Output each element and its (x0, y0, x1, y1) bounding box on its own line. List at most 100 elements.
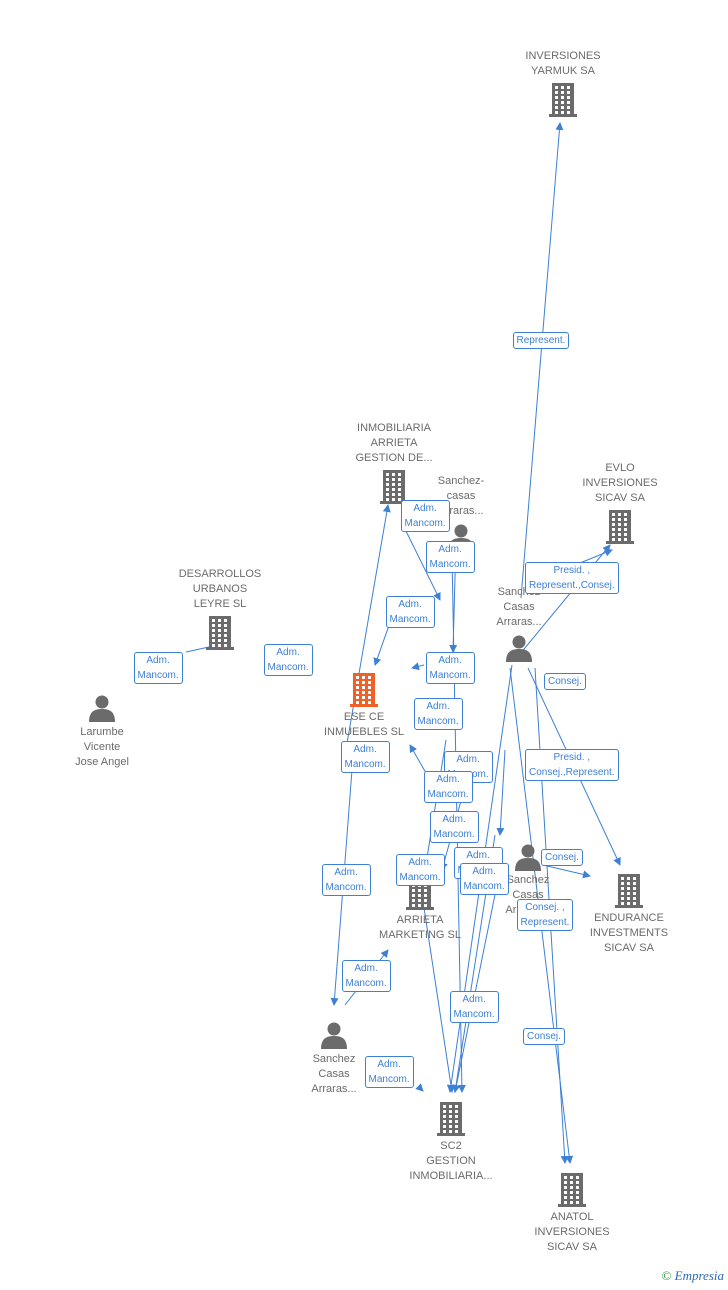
edge-label[interactable]: Presid. , Consej.,Represent. (525, 749, 619, 781)
edge-label-line: Mancom. (345, 978, 387, 989)
node-label-line: Sanchez (506, 874, 550, 886)
edge-label[interactable]: Adm. Mancom. (364, 1056, 414, 1088)
node-yarmuk[interactable]: INVERSIONES YARMUK SA (508, 49, 618, 117)
edge-label[interactable]: Represent. (512, 331, 570, 349)
relation-edge (411, 662, 425, 671)
node-label-line: INMOBILIARIA (357, 422, 431, 434)
building-icon (380, 470, 408, 504)
building-icon (558, 1173, 586, 1207)
relation-edge (520, 122, 564, 599)
edge-label-line: Consej. (527, 1030, 561, 1042)
edge-label-line: Adm. (276, 647, 300, 658)
edge-label[interactable]: Consej. ,Represent. (516, 899, 574, 931)
edge-label[interactable]: Adm.Mancom. (425, 541, 475, 573)
building-icon (350, 673, 378, 707)
edge-label-line: Mancom. (404, 518, 446, 529)
node-label-line: Arraras... (311, 1083, 357, 1095)
edge-label-line: Adm. (426, 701, 450, 712)
node-label-line: Vicente (83, 741, 121, 753)
edge-label-line: Adm. (413, 503, 437, 514)
node-label-line: SICAV SA (547, 1241, 597, 1253)
edge-label[interactable]: Consej. (541, 848, 583, 866)
edge-label[interactable]: Presid. , Represent.,Consej. (525, 562, 619, 594)
node-label-line: SC2 (440, 1140, 462, 1152)
edge-label-line: Mancom. (453, 1009, 495, 1020)
node-label-line: ARRIETA (370, 437, 418, 449)
edge-label-line: Mancom. (427, 789, 469, 800)
copyright-symbol: © (661, 1268, 672, 1283)
edge-label[interactable]: Adm.Mancom. (395, 854, 445, 886)
edge-label[interactable]: Adm. Mancom. (425, 652, 475, 684)
relation-edge (402, 524, 441, 601)
node-label-line: INMOBILIARIA... (409, 1170, 493, 1182)
edge-label[interactable]: Adm.Mancom. (385, 596, 435, 628)
edge-label[interactable]: Adm.Mancom. (263, 644, 313, 676)
edge-label-line: Adm. (377, 1059, 401, 1070)
edge-label-line: Represent.,Consej. (529, 580, 615, 591)
edge-label-line: Represent. (516, 334, 566, 346)
building-icon (437, 1102, 465, 1136)
edge-label[interactable]: Adm.Mancom. (423, 771, 473, 803)
edge-label[interactable]: Adm.Mancom. (413, 698, 463, 730)
node-label-line: Jose Angel (75, 756, 129, 768)
edge-label[interactable]: Adm. Mancom. (400, 500, 450, 532)
node-label-line: Casas (512, 889, 544, 901)
edge-label-line: Mancom. (429, 670, 471, 681)
person-icon (321, 1022, 347, 1049)
node-label-line: ESE CE (343, 711, 385, 723)
edge-label-line: Mancom. (463, 881, 505, 892)
edge-label-line: Consej. (548, 675, 582, 687)
node-label: INVERSIONES YARMUK SA (508, 49, 618, 79)
edge-label-line: Presid. , (553, 565, 591, 576)
edge-label[interactable]: Adm.Mancom. (340, 741, 390, 773)
node-label-line: Casas (503, 601, 535, 613)
node-label-line: Arraras... (438, 505, 484, 517)
edge-label[interactable]: Adm.Mancom. (341, 960, 391, 992)
node-label-line: URBANOS (192, 583, 248, 595)
edge-label-line: Adm. (438, 544, 462, 555)
edge-label[interactable]: Adm. Mancom. (429, 811, 479, 843)
edge-label-line: Adm. (438, 655, 462, 666)
edge-label-line: Mancom. (433, 829, 475, 840)
node-label-line: INMUEBLES SL (323, 726, 405, 738)
relation-edge (344, 504, 391, 756)
edge-label-line: Mancom. (368, 1074, 410, 1085)
edge-label[interactable]: Adm.Mancom. (321, 864, 371, 896)
node-label-line: casas (446, 490, 476, 502)
node-label-line: YARMUK SA (531, 65, 595, 77)
edge-label-line: Adm. (466, 850, 490, 861)
edge-label[interactable]: Adm.Mancom. (133, 652, 183, 684)
edge-label[interactable]: Adm.Mancom. (449, 991, 499, 1023)
edge-label[interactable]: Consej. (544, 672, 586, 690)
edge-label[interactable]: Consej. (523, 1027, 565, 1045)
node-label-line: Sanchez (312, 1053, 356, 1065)
node-ese-ce[interactable]: ESE CE INMUEBLES SL (309, 673, 419, 740)
edge-label-line: Consej.,Represent. (529, 767, 615, 778)
edge-label[interactable]: Adm. Mancom. (459, 863, 509, 895)
node-label-line: ENDURANCE (594, 912, 664, 924)
node-label-line: ARRIETA (396, 914, 444, 926)
edge-label-line: Presid. , (553, 752, 591, 763)
edge-label-line: Adm. (442, 814, 466, 825)
edge-label-line: Adm. (472, 866, 496, 877)
node-label-line: INVERSIONES (525, 50, 601, 62)
node-label-line: Casas (318, 1068, 350, 1080)
person-icon (89, 695, 115, 722)
node-label-line: GESTION (426, 1155, 476, 1167)
